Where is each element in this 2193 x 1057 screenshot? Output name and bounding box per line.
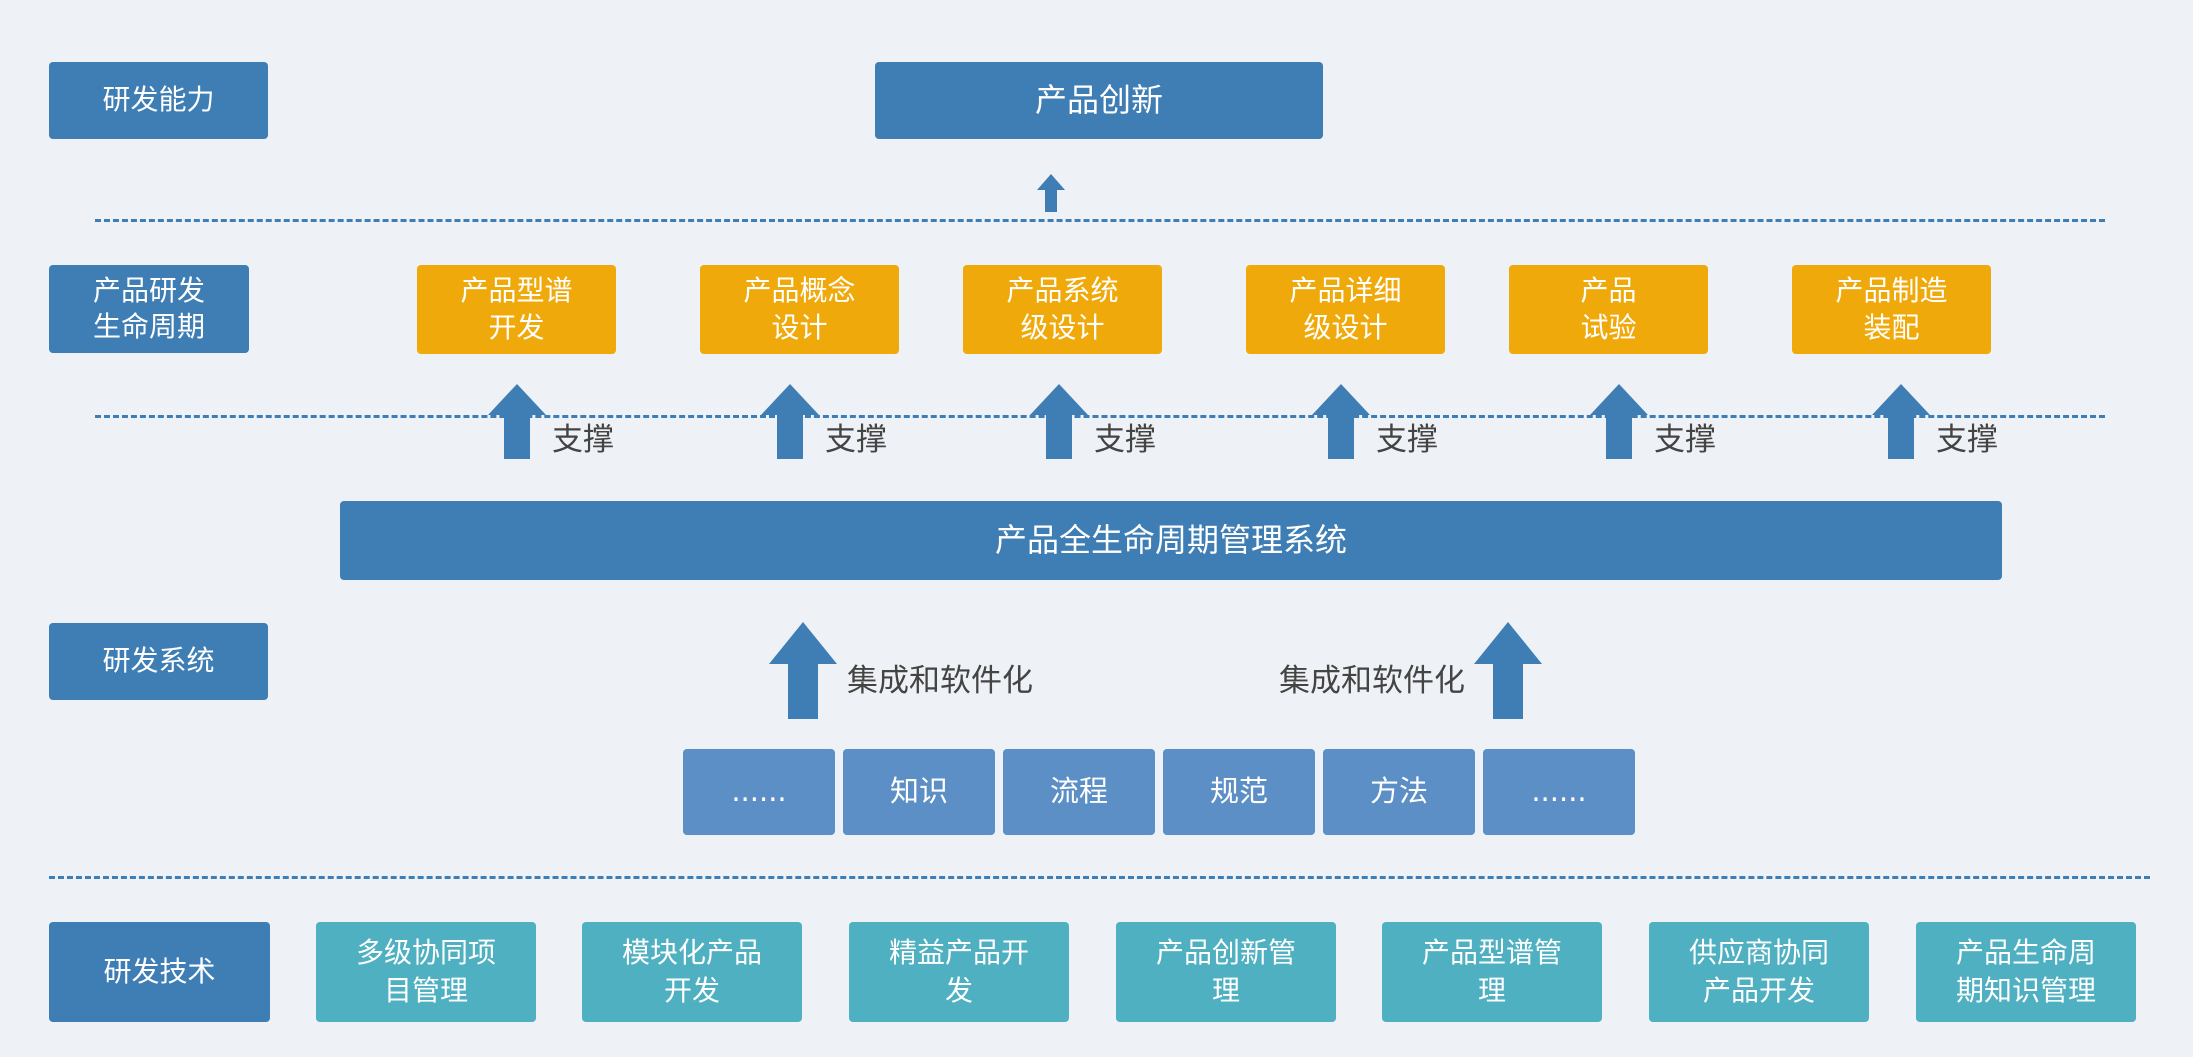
up-arrow-icon: [488, 384, 546, 459]
stage-system-design: 产品系统 级设计: [963, 265, 1162, 354]
up-arrow-icon: [1474, 622, 1542, 719]
up-arrow-icon: [1037, 174, 1065, 212]
stage-portfolio-development: 产品型谱 开发: [417, 265, 616, 354]
element-knowledge: 知识: [843, 749, 995, 835]
support-label: 支撑: [1654, 422, 1716, 458]
element-process: 流程: [1003, 749, 1155, 835]
element-standard: 规范: [1163, 749, 1315, 835]
tech-innovation-management: 产品创新管 理: [1116, 922, 1336, 1022]
stage-manufacturing-assembly: 产品制造 装配: [1792, 265, 1991, 354]
up-arrow-icon: [1312, 384, 1370, 459]
divider-line-3: [49, 876, 2150, 879]
element-ellipsis-left: ......: [683, 749, 835, 835]
product-innovation-box: 产品创新: [875, 62, 1323, 139]
plm-system-box: 产品全生命周期管理系统: [340, 501, 2002, 580]
layer-label-lifecycle: 产品研发 生命周期: [49, 265, 249, 353]
stage-testing: 产品 试验: [1509, 265, 1708, 354]
integration-label: 集成和软件化: [1279, 663, 1465, 699]
layer-label-capability: 研发能力: [49, 62, 268, 139]
support-label: 支撑: [1376, 422, 1438, 458]
tech-lifecycle-knowledge-management: 产品生命周 期知识管理: [1916, 922, 2136, 1022]
support-label: 支撑: [552, 422, 614, 458]
layer-label-system: 研发系统: [49, 623, 268, 700]
up-arrow-icon: [1590, 384, 1648, 459]
element-ellipsis-right: ......: [1483, 749, 1635, 835]
support-label: 支撑: [825, 422, 887, 458]
tech-portfolio-management: 产品型谱管 理: [1382, 922, 1602, 1022]
support-label: 支撑: [1094, 422, 1156, 458]
tech-multilevel-project-management: 多级协同项 目管理: [316, 922, 536, 1022]
stage-concept-design: 产品概念 设计: [700, 265, 899, 354]
layer-label-technology: 研发技术: [49, 922, 270, 1022]
up-arrow-icon: [1030, 384, 1088, 459]
element-method: 方法: [1323, 749, 1475, 835]
up-arrow-icon: [761, 384, 819, 459]
up-arrow-icon: [769, 622, 837, 719]
integration-label: 集成和软件化: [847, 663, 1033, 699]
stage-detail-design: 产品详细 级设计: [1246, 265, 1445, 354]
divider-line-1: [95, 219, 2105, 222]
divider-line-2: [95, 415, 2105, 418]
up-arrow-icon: [1872, 384, 1930, 459]
tech-supplier-collaboration: 供应商协同 产品开发: [1649, 922, 1869, 1022]
tech-modular-development: 模块化产品 开发: [582, 922, 802, 1022]
support-label: 支撑: [1936, 422, 1998, 458]
tech-lean-development: 精益产品开 发: [849, 922, 1069, 1022]
